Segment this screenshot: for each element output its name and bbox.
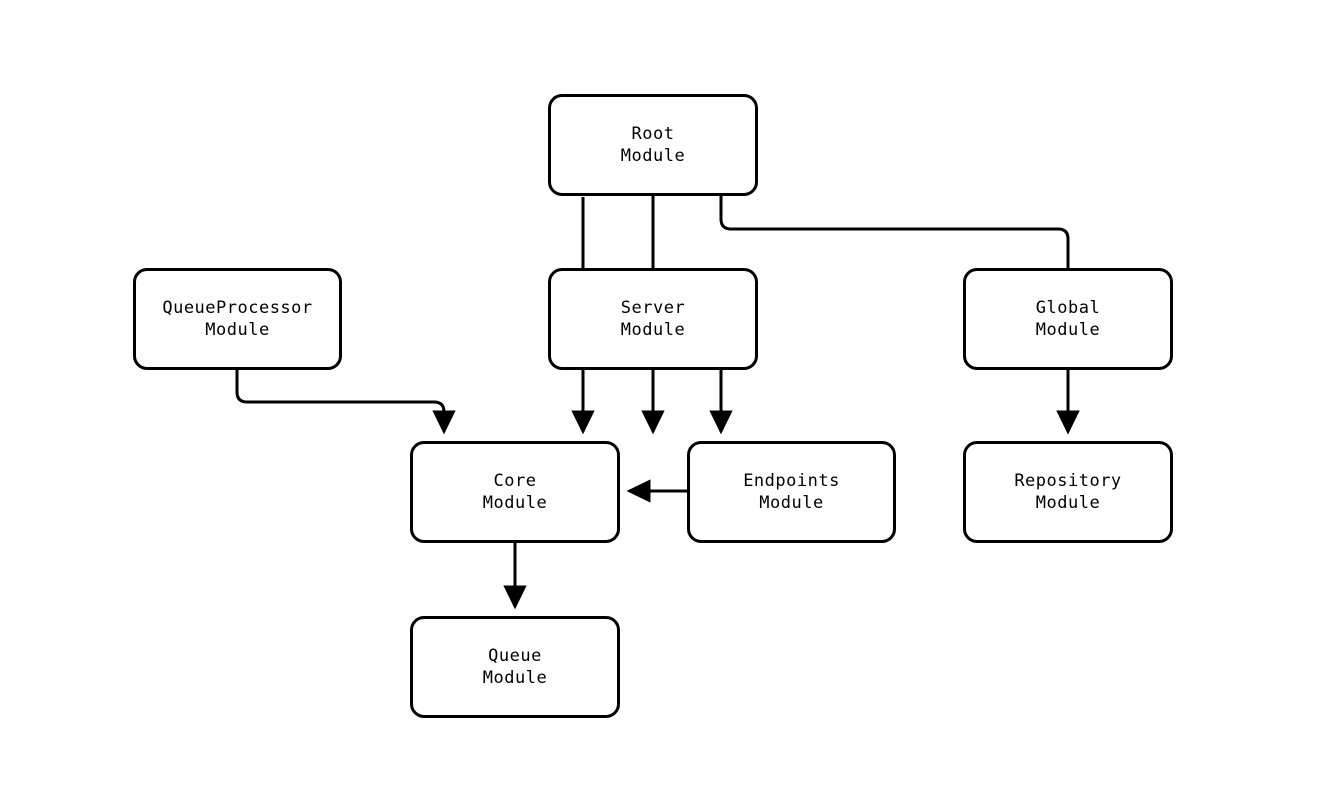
node-label-line2: Module bbox=[482, 668, 548, 688]
node-label-line2: Module bbox=[620, 146, 686, 166]
node-repository-module[interactable]: Repository Module bbox=[963, 441, 1173, 543]
node-label-line1: Endpoints bbox=[743, 471, 840, 491]
node-label-line1: Core bbox=[493, 471, 537, 491]
node-label-line1: Queue bbox=[488, 646, 542, 666]
node-queue-module[interactable]: Queue Module bbox=[410, 616, 620, 718]
node-label-line2: Module bbox=[1035, 493, 1101, 513]
node-core-module[interactable]: Core Module bbox=[410, 441, 620, 543]
node-label-line1: Repository bbox=[1014, 471, 1122, 491]
edge-queueprocessor-core bbox=[235, 370, 456, 435]
node-server-module[interactable]: Server Module bbox=[548, 268, 758, 370]
node-label-line1: Server bbox=[620, 298, 686, 318]
node-label-line1: QueueProcessor bbox=[162, 298, 313, 318]
node-label-line1: Root bbox=[631, 124, 675, 144]
node-endpoints-module[interactable]: Endpoints Module bbox=[687, 441, 896, 543]
node-global-module[interactable]: Global Module bbox=[963, 268, 1173, 370]
node-label-line2: Module bbox=[620, 320, 686, 340]
node-label-line2: Module bbox=[1035, 320, 1101, 340]
node-queueprocessor-module[interactable]: QueueProcessor Module bbox=[133, 268, 342, 370]
node-root-module[interactable]: Root Module bbox=[548, 94, 758, 196]
node-label-line2: Module bbox=[482, 493, 548, 513]
node-label-line2: Module bbox=[205, 320, 270, 340]
node-label-line2: Module bbox=[759, 493, 824, 513]
node-label-line1: Global bbox=[1035, 298, 1101, 318]
